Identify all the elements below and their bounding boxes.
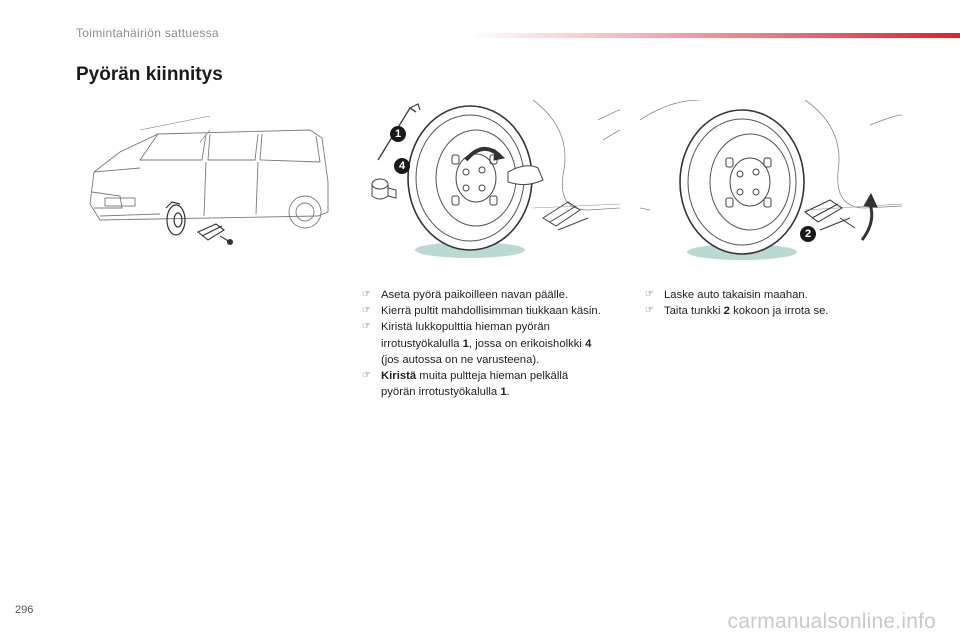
wheel-lowering-illustration: 2 bbox=[640, 100, 905, 260]
watermark: carmanualsonline.info bbox=[727, 610, 936, 633]
callout-4: 4 bbox=[394, 158, 410, 174]
page-title: Pyörän kiinnitys bbox=[76, 64, 223, 85]
header-accent-bar bbox=[470, 33, 960, 38]
wheel-tightening-illustration: 1 4 bbox=[358, 100, 623, 260]
page-number: 296 bbox=[15, 604, 34, 616]
step-item: Kierrä pultit mahdollisimman tiukkaan kä… bbox=[362, 303, 602, 319]
section-header: Toimintahäiriön sattuessa bbox=[76, 26, 219, 40]
step-item: Laske auto takaisin maahan. bbox=[645, 287, 885, 303]
step-item: Kiristä lukkopulttia hieman pyörän irrot… bbox=[362, 319, 602, 368]
steps-list-right: Laske auto takaisin maahan. Taita tunkki… bbox=[645, 287, 885, 320]
callout-2: 2 bbox=[800, 226, 816, 242]
van-illustration bbox=[80, 112, 335, 257]
callout-1: 1 bbox=[390, 126, 406, 142]
step-item: Taita tunkki 2 kokoon ja irrota se. bbox=[645, 303, 885, 319]
step-item: Aseta pyörä paikoilleen navan päälle. bbox=[362, 287, 602, 303]
steps-list-left: Aseta pyörä paikoilleen navan päälle. Ki… bbox=[362, 287, 602, 400]
step-item: Kiristä muita pultteja hieman pelkällä p… bbox=[362, 368, 602, 400]
